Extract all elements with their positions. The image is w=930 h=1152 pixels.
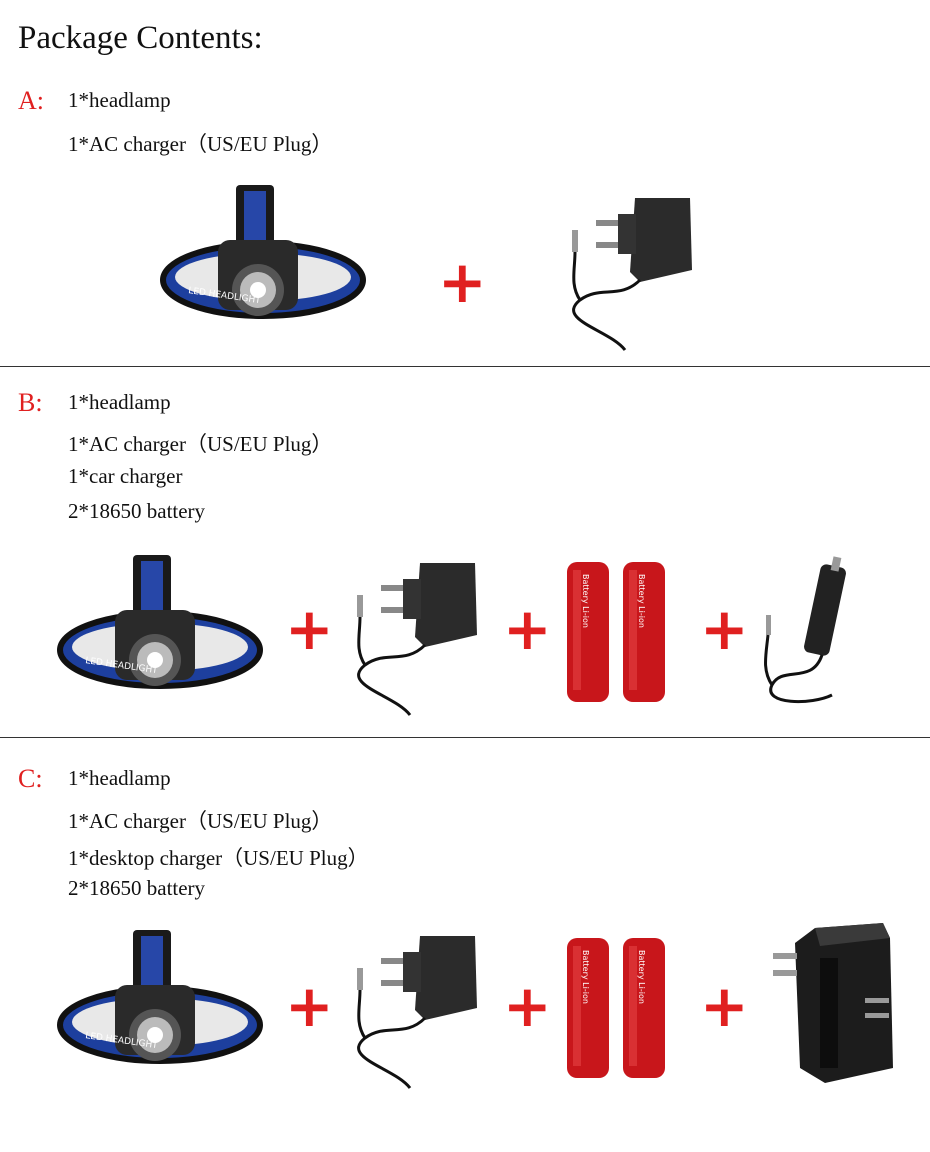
headlamp-image: LED HEADLIGHT bbox=[57, 555, 263, 689]
item-line: 1*desktop charger（US/EU Plug） bbox=[68, 846, 369, 870]
headlamp-image: LED HEADLIGHT bbox=[57, 930, 263, 1064]
section-letter: B: bbox=[18, 388, 43, 417]
plus-icon: + bbox=[438, 248, 487, 316]
desktop-charger-image bbox=[773, 923, 893, 1083]
item-line: 1*headlamp bbox=[68, 766, 171, 790]
item-line: 1*headlamp bbox=[68, 390, 171, 414]
battery-label: Battery Li-ion bbox=[637, 574, 646, 628]
battery-pair-image: Battery Li-ion Battery Li-ion bbox=[567, 562, 665, 702]
ac-charger-image bbox=[357, 563, 477, 716]
ac-charger-image bbox=[357, 936, 477, 1089]
item-line: 1*AC charger（US/EU Plug） bbox=[68, 809, 333, 833]
battery-label: Battery Li-ion bbox=[637, 950, 646, 1004]
item-line: 1*AC charger（US/EU Plug） bbox=[68, 132, 333, 156]
plus-icon: + bbox=[285, 595, 334, 663]
plus-icon: + bbox=[503, 972, 552, 1040]
section-letter: A: bbox=[18, 86, 44, 115]
item-line: 1*AC charger（US/EU Plug） bbox=[68, 432, 333, 456]
item-line: 2*18650 battery bbox=[68, 876, 206, 900]
battery-label: Battery Li-ion bbox=[581, 574, 590, 628]
section-divider bbox=[0, 737, 930, 738]
battery-label: Battery Li-ion bbox=[581, 950, 590, 1004]
headlamp-image: LED HEADLIGHT bbox=[160, 185, 366, 319]
battery-pair-image: Battery Li-ion Battery Li-ion bbox=[567, 938, 665, 1078]
item-line: 2*18650 battery bbox=[68, 499, 206, 523]
item-line: 1*headlamp bbox=[68, 88, 171, 112]
plus-icon: + bbox=[700, 595, 749, 663]
plus-icon: + bbox=[700, 972, 749, 1040]
plus-icon: + bbox=[503, 595, 552, 663]
page-title: Package Contents: bbox=[18, 20, 263, 56]
section-letter: C: bbox=[18, 764, 43, 793]
ac-charger-image bbox=[572, 198, 692, 351]
plus-icon: + bbox=[285, 972, 334, 1040]
car-charger-image bbox=[764, 556, 846, 704]
section-divider bbox=[0, 366, 930, 367]
item-line: 1*car charger bbox=[68, 464, 183, 488]
